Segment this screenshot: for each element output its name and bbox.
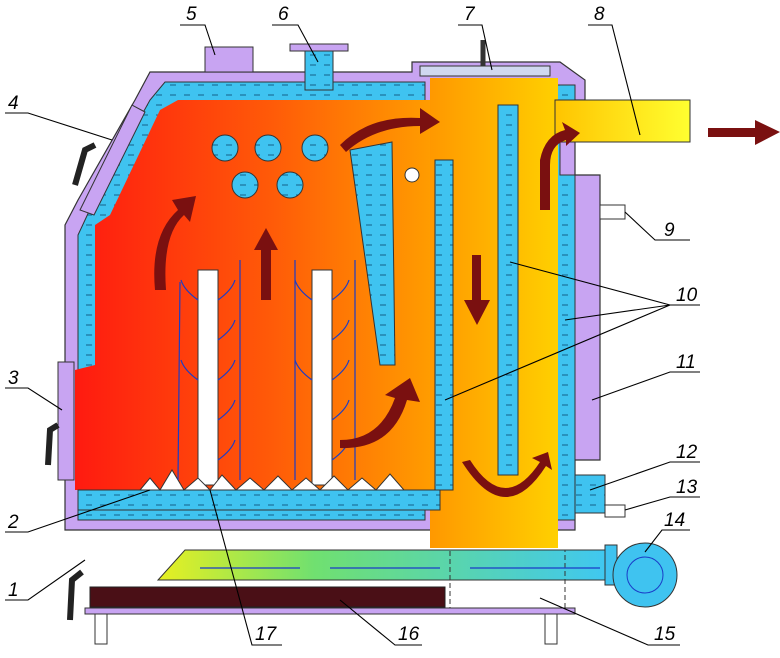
air-pillar-right xyxy=(311,269,333,486)
baffle xyxy=(349,141,396,366)
svg-text:14: 14 xyxy=(664,510,685,531)
part-10-water-wall-left xyxy=(434,159,454,491)
part-10-water-wall-center xyxy=(497,104,519,476)
flue-gas-arrows xyxy=(154,108,780,498)
nozzle-flange xyxy=(289,43,349,52)
callout-3: 3 xyxy=(5,368,63,411)
callout-8: 8 xyxy=(588,4,641,136)
bottom-water-jacket xyxy=(77,489,441,511)
callout-12: 12 xyxy=(589,442,700,491)
callout-17: 17 xyxy=(209,489,282,646)
callout-1: 1 xyxy=(5,559,86,601)
svg-text:15: 15 xyxy=(654,624,676,645)
callout-13: 13 xyxy=(624,477,700,511)
svg-text:12: 12 xyxy=(676,442,698,463)
part-16-ash-tray xyxy=(89,586,446,608)
svg-text:10: 10 xyxy=(676,285,698,306)
svg-text:13: 13 xyxy=(676,477,698,498)
callout-4: 4 xyxy=(5,93,113,141)
callout-2: 2 xyxy=(5,489,151,533)
air-pillar-left xyxy=(197,269,219,486)
svg-text:9: 9 xyxy=(664,220,675,241)
callout-16: 16 xyxy=(339,599,422,646)
combustion-chamber xyxy=(75,100,430,490)
svg-text:6: 6 xyxy=(278,4,289,25)
svg-text:1: 1 xyxy=(8,580,19,601)
callout-15: 15 xyxy=(539,597,680,646)
ash-door-handle xyxy=(67,569,84,621)
part-9-sensor xyxy=(599,204,626,220)
leg-left xyxy=(94,613,108,645)
callout-14: 14 xyxy=(644,510,690,553)
svg-text:11: 11 xyxy=(676,352,696,373)
door-handle-upper xyxy=(72,142,97,186)
callout-5: 5 xyxy=(180,4,216,56)
part-14-fan xyxy=(604,542,678,608)
svg-text:2: 2 xyxy=(7,512,19,533)
callout-7: 7 xyxy=(458,4,493,71)
part-7-cleaning-hatch xyxy=(419,65,551,77)
svg-text:7: 7 xyxy=(464,4,476,25)
part-12-bottom-jacket-right xyxy=(574,474,606,514)
svg-text:5: 5 xyxy=(186,4,197,25)
callout-6: 6 xyxy=(272,4,319,63)
base-frame xyxy=(84,607,576,615)
door-handle xyxy=(45,422,60,466)
part-5-cover xyxy=(204,46,254,73)
svg-text:16: 16 xyxy=(398,624,420,645)
air-flow-arrows xyxy=(177,260,600,569)
part-6-nozzle xyxy=(304,49,334,91)
callout-10: 10 xyxy=(444,261,700,401)
svg-text:17: 17 xyxy=(255,624,278,645)
part-13-sensor xyxy=(604,504,626,518)
svg-text:8: 8 xyxy=(594,4,605,25)
thermometer-icon xyxy=(404,167,420,183)
callout-11: 11 xyxy=(591,352,700,401)
leg-right xyxy=(544,613,558,645)
part-3-loading-door xyxy=(57,361,75,481)
callout-9: 9 xyxy=(624,211,690,241)
part-4-upper-door xyxy=(79,104,146,216)
air-duct xyxy=(156,549,606,581)
heat-exchanger-tubes xyxy=(211,134,329,199)
svg-text:4: 4 xyxy=(8,93,19,114)
svg-text:3: 3 xyxy=(8,368,19,389)
